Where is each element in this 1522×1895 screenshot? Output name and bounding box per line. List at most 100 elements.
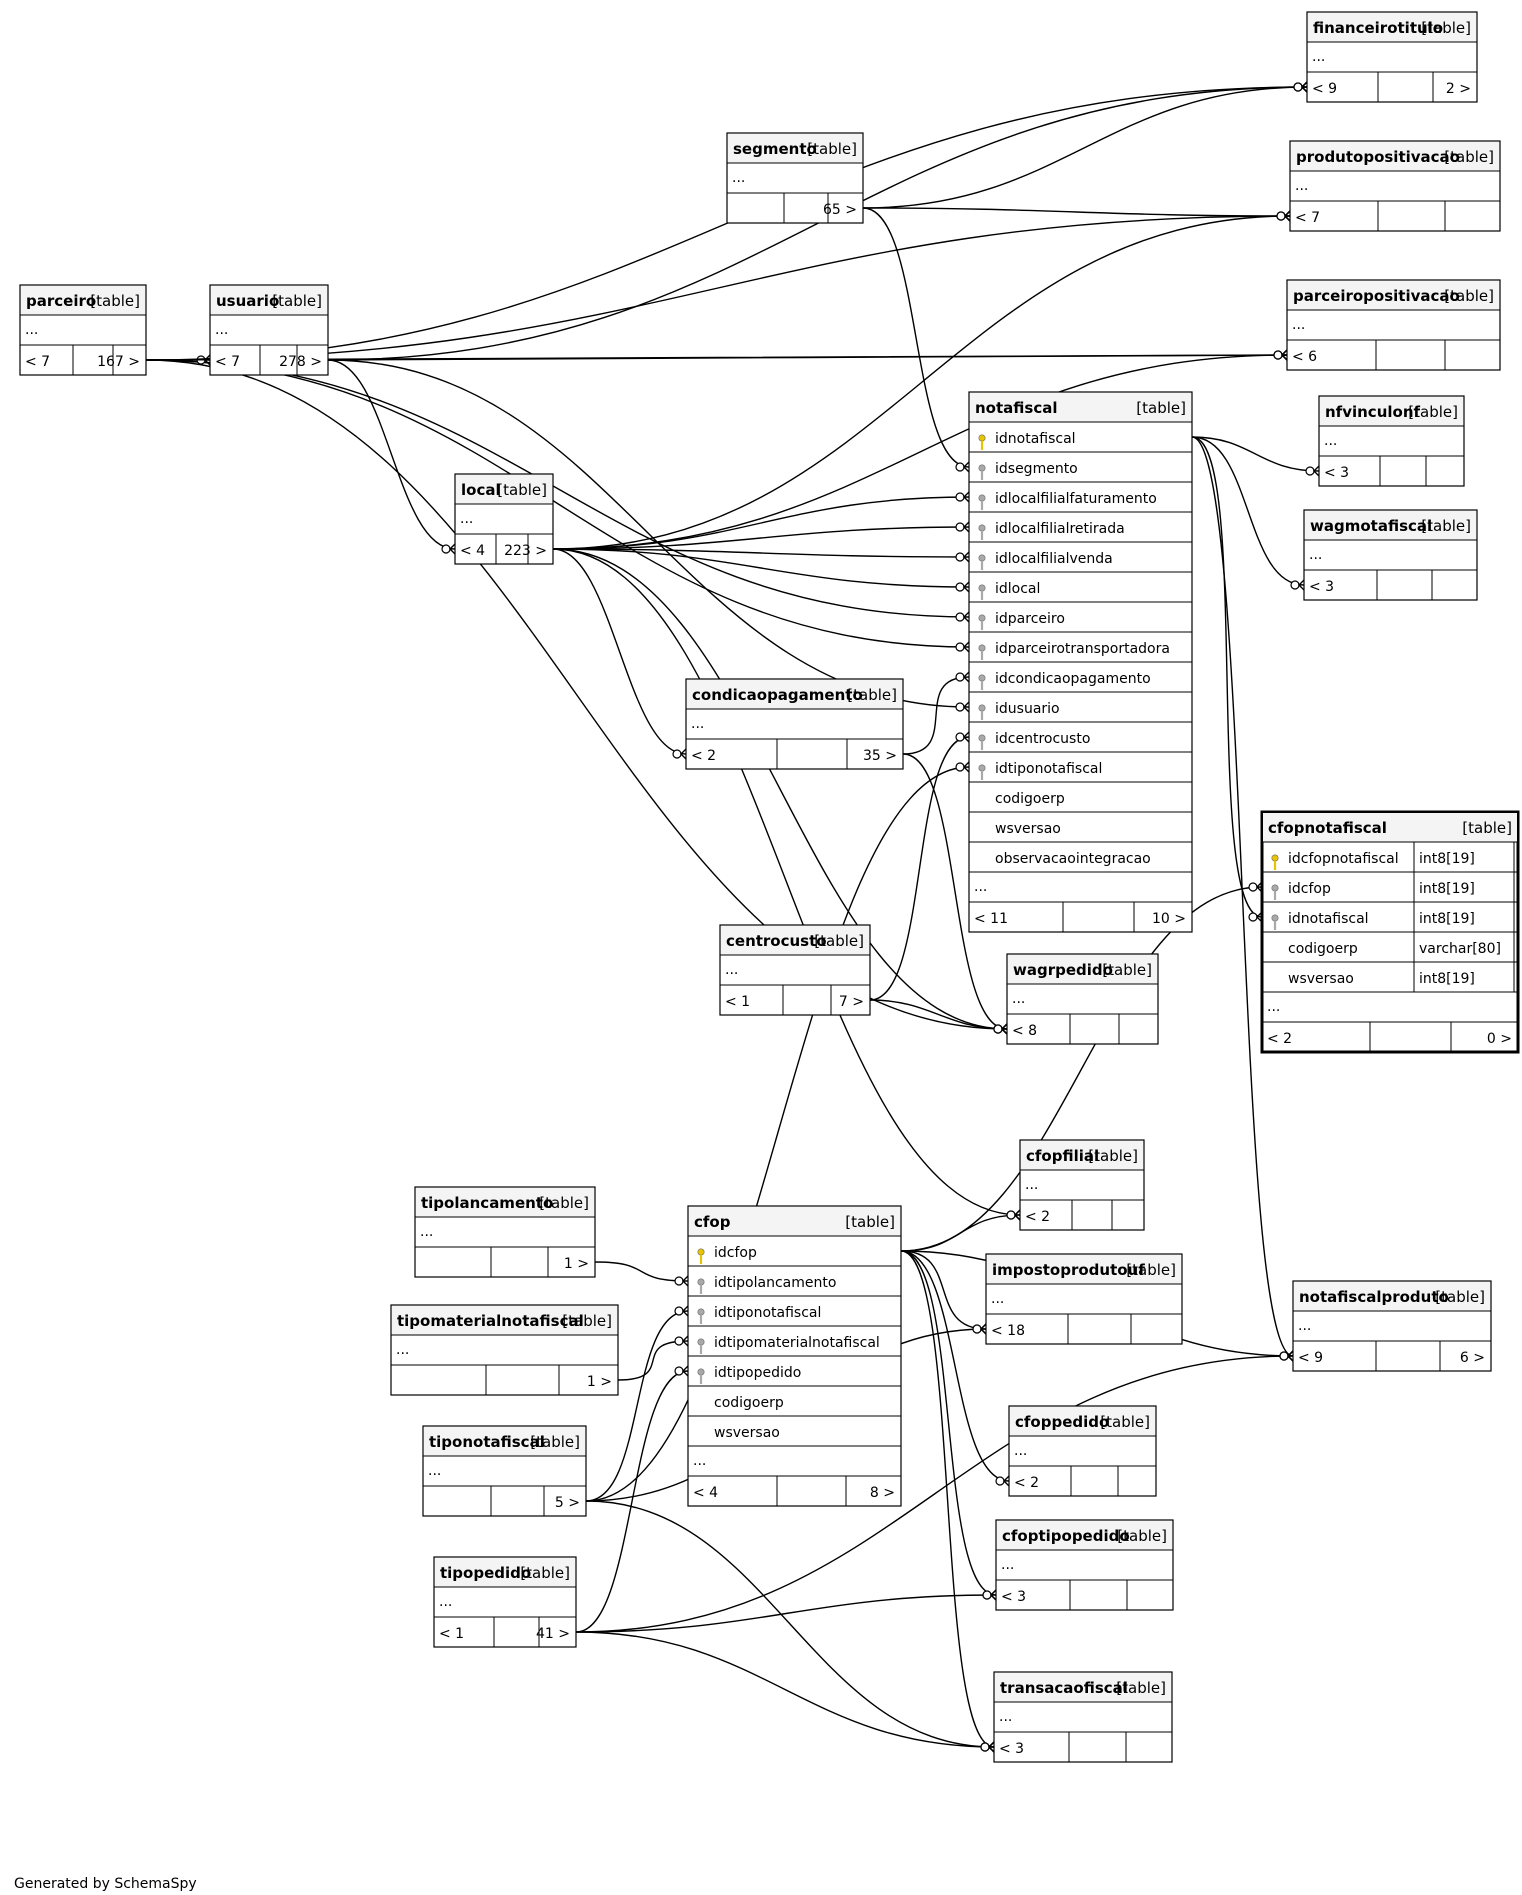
column-list: idcfopidtipolancamentoidtiponotafiscalid…	[688, 1235, 901, 1469]
fk-line-cfop-cfopfilial	[900, 1214, 1021, 1252]
column-idcfop: idcfop	[714, 1245, 757, 1261]
table-name: nfvinculonf	[1325, 403, 1420, 421]
fk-line-cfop-impostoprodutouf	[900, 1250, 987, 1330]
cardinality-marker	[1305, 466, 1315, 476]
column-codigoerp: codigoerp	[714, 1395, 784, 1411]
table-name: parceiro	[26, 292, 96, 310]
cardinality-marker	[674, 1276, 684, 1286]
cardinality-marker	[955, 492, 965, 502]
table-tag: [table]	[1136, 399, 1186, 417]
column-codigoerp: codigoerp	[1288, 941, 1358, 957]
table-parceiropositivacao[interactable]: parceiropositivacao[table]...< 6	[1286, 279, 1501, 371]
foreign-key-icon	[697, 1338, 705, 1354]
column-idlocal: idlocal	[995, 581, 1040, 597]
column-list: ...	[1307, 41, 1477, 65]
more-columns: ...	[1312, 49, 1325, 65]
fk-line-local-cfopfilial	[552, 548, 1021, 1216]
column-list: ...	[391, 1334, 618, 1358]
column-idtiponotafiscal: idtiponotafiscal	[714, 1305, 821, 1321]
table-tipolancamento[interactable]: tipolancamento[table]...1 >	[414, 1186, 596, 1278]
table-tag: [table]	[1117, 1527, 1167, 1545]
cardinality-marker	[955, 762, 965, 772]
parent-count: < 2	[1267, 1031, 1292, 1047]
more-columns: ...	[691, 716, 704, 732]
table-tag: [table]	[530, 1433, 580, 1451]
parent-count: < 3	[1309, 579, 1334, 595]
more-columns: ...	[1014, 1443, 1027, 1459]
foreign-key-icon	[978, 494, 986, 510]
cardinality-marker	[955, 522, 965, 532]
fk-line-notafiscal-nfvinculonf	[1191, 436, 1320, 472]
table-tag: [table]	[520, 1564, 570, 1582]
table-name: cfopnotafiscal	[1268, 819, 1387, 837]
more-columns: ...	[1012, 991, 1025, 1007]
cardinality-marker	[993, 1024, 1003, 1034]
table-cfoppedido[interactable]: cfoppedido[table]...< 2	[1008, 1405, 1157, 1497]
cardinality-marker	[441, 544, 451, 554]
more-columns: ...	[1298, 1318, 1311, 1334]
parent-count: < 4	[460, 543, 485, 559]
parent-count: < 8	[1012, 1023, 1037, 1039]
more-columns: ...	[396, 1342, 409, 1358]
more-columns: ...	[420, 1224, 433, 1240]
primary-key-icon	[697, 1248, 705, 1264]
table-name: transacaofiscal	[1000, 1679, 1128, 1697]
table-tipomaterialnotafiscal[interactable]: tipomaterialnotafiscal[table]...1 >	[390, 1304, 619, 1396]
table-impostoprodutouf[interactable]: impostoprodutouf[table]...< 18	[985, 1253, 1183, 1345]
column-idtipomaterialnotafiscal: idtipomaterialnotafiscal	[714, 1335, 880, 1351]
fk-line-local-wagrpedido	[552, 548, 1008, 1030]
more-columns: ...	[439, 1594, 452, 1610]
fk-line-local-condicaopagamento	[552, 548, 687, 755]
primary-key-icon	[1271, 854, 1279, 870]
table-cfop[interactable]: cfop[table]idcfopidtipolancamentoidtipon…	[687, 1205, 902, 1507]
parent-count: < 11	[974, 911, 1008, 927]
table-wagmotafiscal[interactable]: wagmotafiscal[table]...< 3	[1303, 509, 1478, 601]
cardinality-marker	[1006, 1210, 1016, 1220]
table-transacaofiscal[interactable]: transacaofiscal[table]...< 3	[993, 1671, 1173, 1763]
child-count: 1 >	[564, 1256, 589, 1272]
column-observacaointegracao: observacaointegracao	[995, 851, 1151, 867]
table-tag: [table]	[497, 481, 547, 499]
table-name: tipomaterialnotafiscal	[397, 1312, 584, 1330]
table-notafiscal[interactable]: notafiscal[table]idnotafiscalidsegmentoi…	[968, 391, 1193, 933]
cardinality-marker	[955, 702, 965, 712]
column-list: ...	[727, 162, 863, 186]
column-idparceirotransportadora: idparceirotransportadora	[995, 641, 1170, 657]
parent-count: < 6	[1292, 349, 1317, 365]
table-wagrpedido[interactable]: wagrpedido[table]...< 8	[1006, 953, 1159, 1045]
table-cfoptipopedido[interactable]: cfoptipopedido[table]...< 3	[995, 1519, 1174, 1611]
foreign-key-icon	[978, 464, 986, 480]
table-nfvinculonf[interactable]: nfvinculonf[table]...< 3	[1318, 395, 1465, 487]
parent-count: < 1	[725, 994, 750, 1010]
table-tag: [table]	[807, 140, 857, 158]
table-tag: [table]	[847, 686, 897, 704]
table-cfopfilial[interactable]: cfopfilial[table]...< 2	[1019, 1139, 1145, 1231]
column-type: int8[19]	[1419, 911, 1475, 927]
fk-line-condicaopagamento-wagrpedido	[902, 753, 1008, 1030]
table-segmento[interactable]: segmento[table]...65 >	[726, 132, 864, 224]
table-tiponotafiscal[interactable]: tiponotafiscal[table]...5 >	[422, 1425, 587, 1517]
column-idtiponotafiscal: idtiponotafiscal	[995, 761, 1102, 777]
fk-line-segmento-financeirotitulo	[862, 86, 1308, 209]
table-tag: [table]	[1126, 1261, 1176, 1279]
table-tag: [table]	[1462, 819, 1512, 837]
column-idlocalfilialvenda: idlocalfilialvenda	[995, 551, 1113, 567]
table-tag: [table]	[272, 292, 322, 310]
table-produtopositivacao[interactable]: produtopositivacao[table]...< 7	[1289, 140, 1501, 232]
column-list: ...	[1304, 539, 1477, 563]
more-columns: ...	[1025, 1177, 1038, 1193]
more-columns: ...	[1292, 317, 1305, 333]
fk-line-local-parceiropositivacao	[552, 354, 1288, 550]
column-list: ...	[1009, 1435, 1156, 1459]
table-name: segmento	[733, 140, 817, 158]
table-name: financeirotitulo	[1313, 19, 1443, 37]
